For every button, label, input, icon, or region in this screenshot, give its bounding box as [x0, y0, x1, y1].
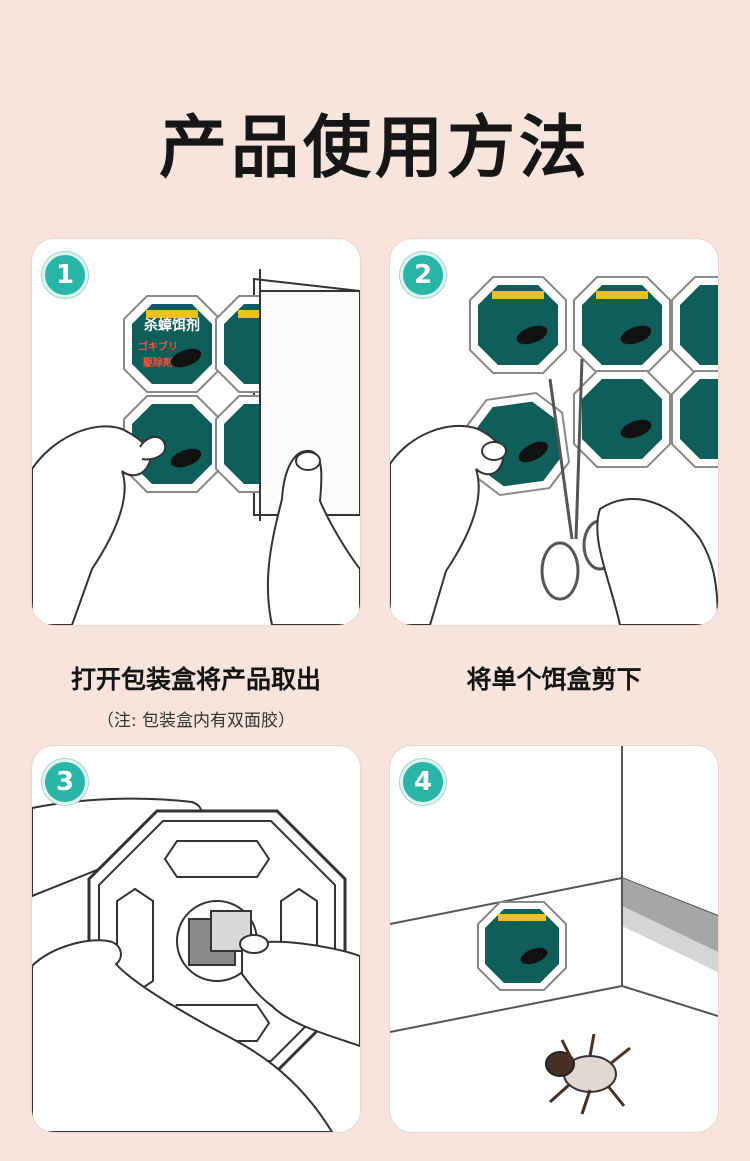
step-4-card: 4: [390, 746, 718, 1132]
step-badge: 3: [42, 759, 88, 805]
step-3-illustration: [32, 797, 360, 1132]
bait-box-tl: 杀蟑饵剂 ゴキブリ 駆除剤: [123, 295, 221, 393]
bait-box-row2-c: [671, 370, 718, 468]
lower-hand: [32, 939, 334, 1132]
right-hand: [241, 940, 360, 1048]
left-hand: [390, 424, 504, 625]
step-2-card: 2: [390, 239, 718, 625]
step-badge: 4: [400, 759, 446, 805]
step-4-illustration: [390, 746, 718, 1115]
bait-box-row2-b: [573, 370, 671, 468]
step-1-card: 杀蟑饵剂 ゴキブリ 駆除剤 1: [32, 239, 360, 625]
label-katakana: ゴキブリ: [138, 340, 178, 353]
right-hand: [596, 498, 718, 625]
cockroach-icon: [545, 1033, 631, 1115]
right-hand: [266, 449, 360, 625]
step-badge: 2: [400, 252, 446, 298]
bait-box-row1-b: [573, 276, 671, 374]
bait-box-row1-c: [671, 276, 718, 374]
page-title: 产品使用方法: [158, 109, 591, 188]
left-hand: [32, 425, 152, 625]
step-3-card: 3: [32, 746, 360, 1132]
step-1-note: （注: 包装盒内有双面胶）: [96, 711, 296, 731]
step-2-illustration: [390, 276, 718, 625]
step-1-caption: 打开包装盒将产品取出: [70, 665, 321, 694]
step-1-illustration: 杀蟑饵剂 ゴキブリ 駆除剤: [32, 269, 360, 625]
step-badge: 1: [42, 252, 88, 298]
label-text: 杀蟑饵剂: [144, 317, 200, 334]
step-2-caption: 将单个饵盒剪下: [466, 665, 642, 694]
bait-box-row1-a: [469, 276, 567, 374]
bait-box-mounted: [477, 901, 567, 991]
label-sub: 駆除剤: [142, 356, 173, 369]
